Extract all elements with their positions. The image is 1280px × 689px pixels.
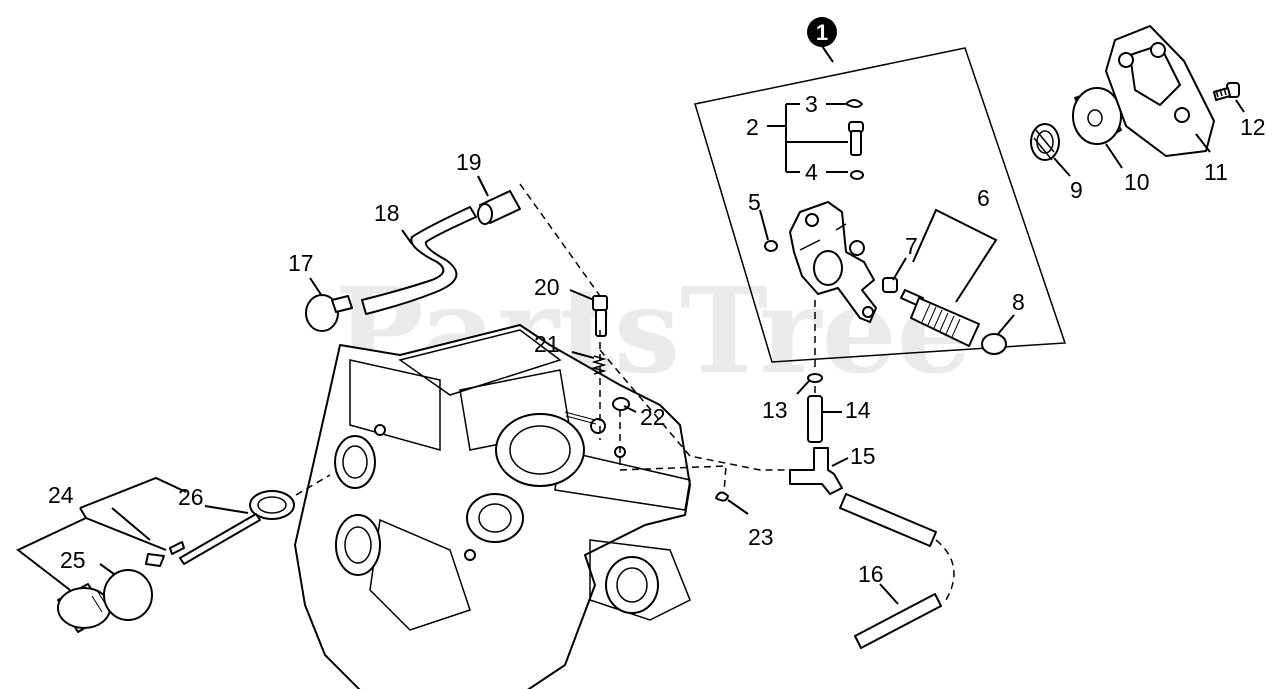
callout-25[interactable]: 25 bbox=[60, 547, 86, 573]
callout-17[interactable]: 17 bbox=[288, 250, 314, 276]
callout-16[interactable]: 16 bbox=[858, 561, 884, 587]
part-25-oring[interactable] bbox=[103, 569, 153, 621]
part-8-cap[interactable] bbox=[981, 333, 1007, 355]
part-7-bushing[interactable] bbox=[882, 277, 898, 293]
callout-13[interactable]: 13 bbox=[762, 397, 788, 423]
callout-19[interactable]: 19 bbox=[456, 149, 482, 175]
callout-12[interactable]: 12 bbox=[1240, 114, 1266, 140]
part-10-washer[interactable] bbox=[1072, 87, 1122, 145]
callout-3[interactable]: 3 bbox=[805, 91, 818, 117]
assembly-badge-label: 1 bbox=[816, 20, 828, 45]
part-9-spring[interactable] bbox=[1030, 123, 1060, 161]
callout-23[interactable]: 23 bbox=[748, 524, 774, 550]
oil-pump-assembly-group: 1 bbox=[694, 17, 1067, 363]
part-12-bolt[interactable] bbox=[1213, 82, 1240, 101]
crankcase[interactable] bbox=[294, 324, 691, 689]
callout-15[interactable]: 15 bbox=[850, 443, 876, 469]
callout-14[interactable]: 14 bbox=[845, 397, 871, 423]
oil-pump-body[interactable] bbox=[789, 201, 877, 323]
assembly-outline bbox=[694, 47, 1067, 363]
part-16-oil-hose[interactable] bbox=[839, 493, 955, 649]
part-6-worm-gear[interactable] bbox=[900, 289, 980, 347]
callout-6[interactable]: 6 bbox=[977, 185, 990, 211]
part-23-clip[interactable] bbox=[715, 491, 729, 502]
callout-18[interactable]: 18 bbox=[374, 200, 400, 226]
part-26-dipstick[interactable] bbox=[145, 490, 295, 567]
part-3-clip[interactable] bbox=[845, 99, 863, 108]
part-14-tube[interactable] bbox=[807, 395, 823, 443]
part-18-fuel-hose[interactable] bbox=[361, 206, 477, 315]
callout-22[interactable]: 22 bbox=[640, 404, 666, 430]
callout-26[interactable]: 26 bbox=[178, 484, 204, 510]
callout-9[interactable]: 9 bbox=[1070, 177, 1083, 203]
callout-10[interactable]: 10 bbox=[1124, 169, 1150, 195]
part-5-oring[interactable] bbox=[764, 240, 778, 252]
callout-11[interactable]: 11 bbox=[1204, 159, 1228, 185]
callout-4[interactable]: 4 bbox=[805, 159, 818, 185]
part-19-grommet[interactable] bbox=[477, 190, 521, 225]
part-4-oring[interactable] bbox=[850, 170, 864, 180]
callout-2[interactable]: 2 bbox=[746, 114, 759, 140]
callout-8[interactable]: 8 bbox=[1012, 289, 1025, 315]
part-2-screw[interactable] bbox=[848, 121, 864, 156]
dashed-lines bbox=[295, 183, 816, 496]
callout-24[interactable]: 24 bbox=[48, 482, 74, 508]
callout-7[interactable]: 7 bbox=[905, 233, 918, 259]
callout-20[interactable]: 20 bbox=[534, 274, 560, 300]
callout-5[interactable]: 5 bbox=[748, 189, 761, 215]
leader-lines bbox=[16, 99, 1245, 605]
part-13-oring[interactable] bbox=[807, 373, 823, 383]
part-21-spring[interactable] bbox=[591, 355, 607, 375]
part-15-tee-fitting[interactable] bbox=[789, 447, 843, 495]
assembly-leader bbox=[821, 45, 834, 63]
part-24-oil-cap[interactable] bbox=[57, 583, 111, 633]
part-11-plate[interactable] bbox=[1105, 25, 1215, 157]
callout-labels: 2 3 4 5 6 7 8 9 10 11 12 13 14 15 16 17 … bbox=[48, 91, 1266, 587]
assembly-badge[interactable] bbox=[807, 17, 837, 47]
callout-21[interactable]: 21 bbox=[534, 331, 560, 357]
part-17-fuel-filter[interactable] bbox=[305, 294, 353, 332]
